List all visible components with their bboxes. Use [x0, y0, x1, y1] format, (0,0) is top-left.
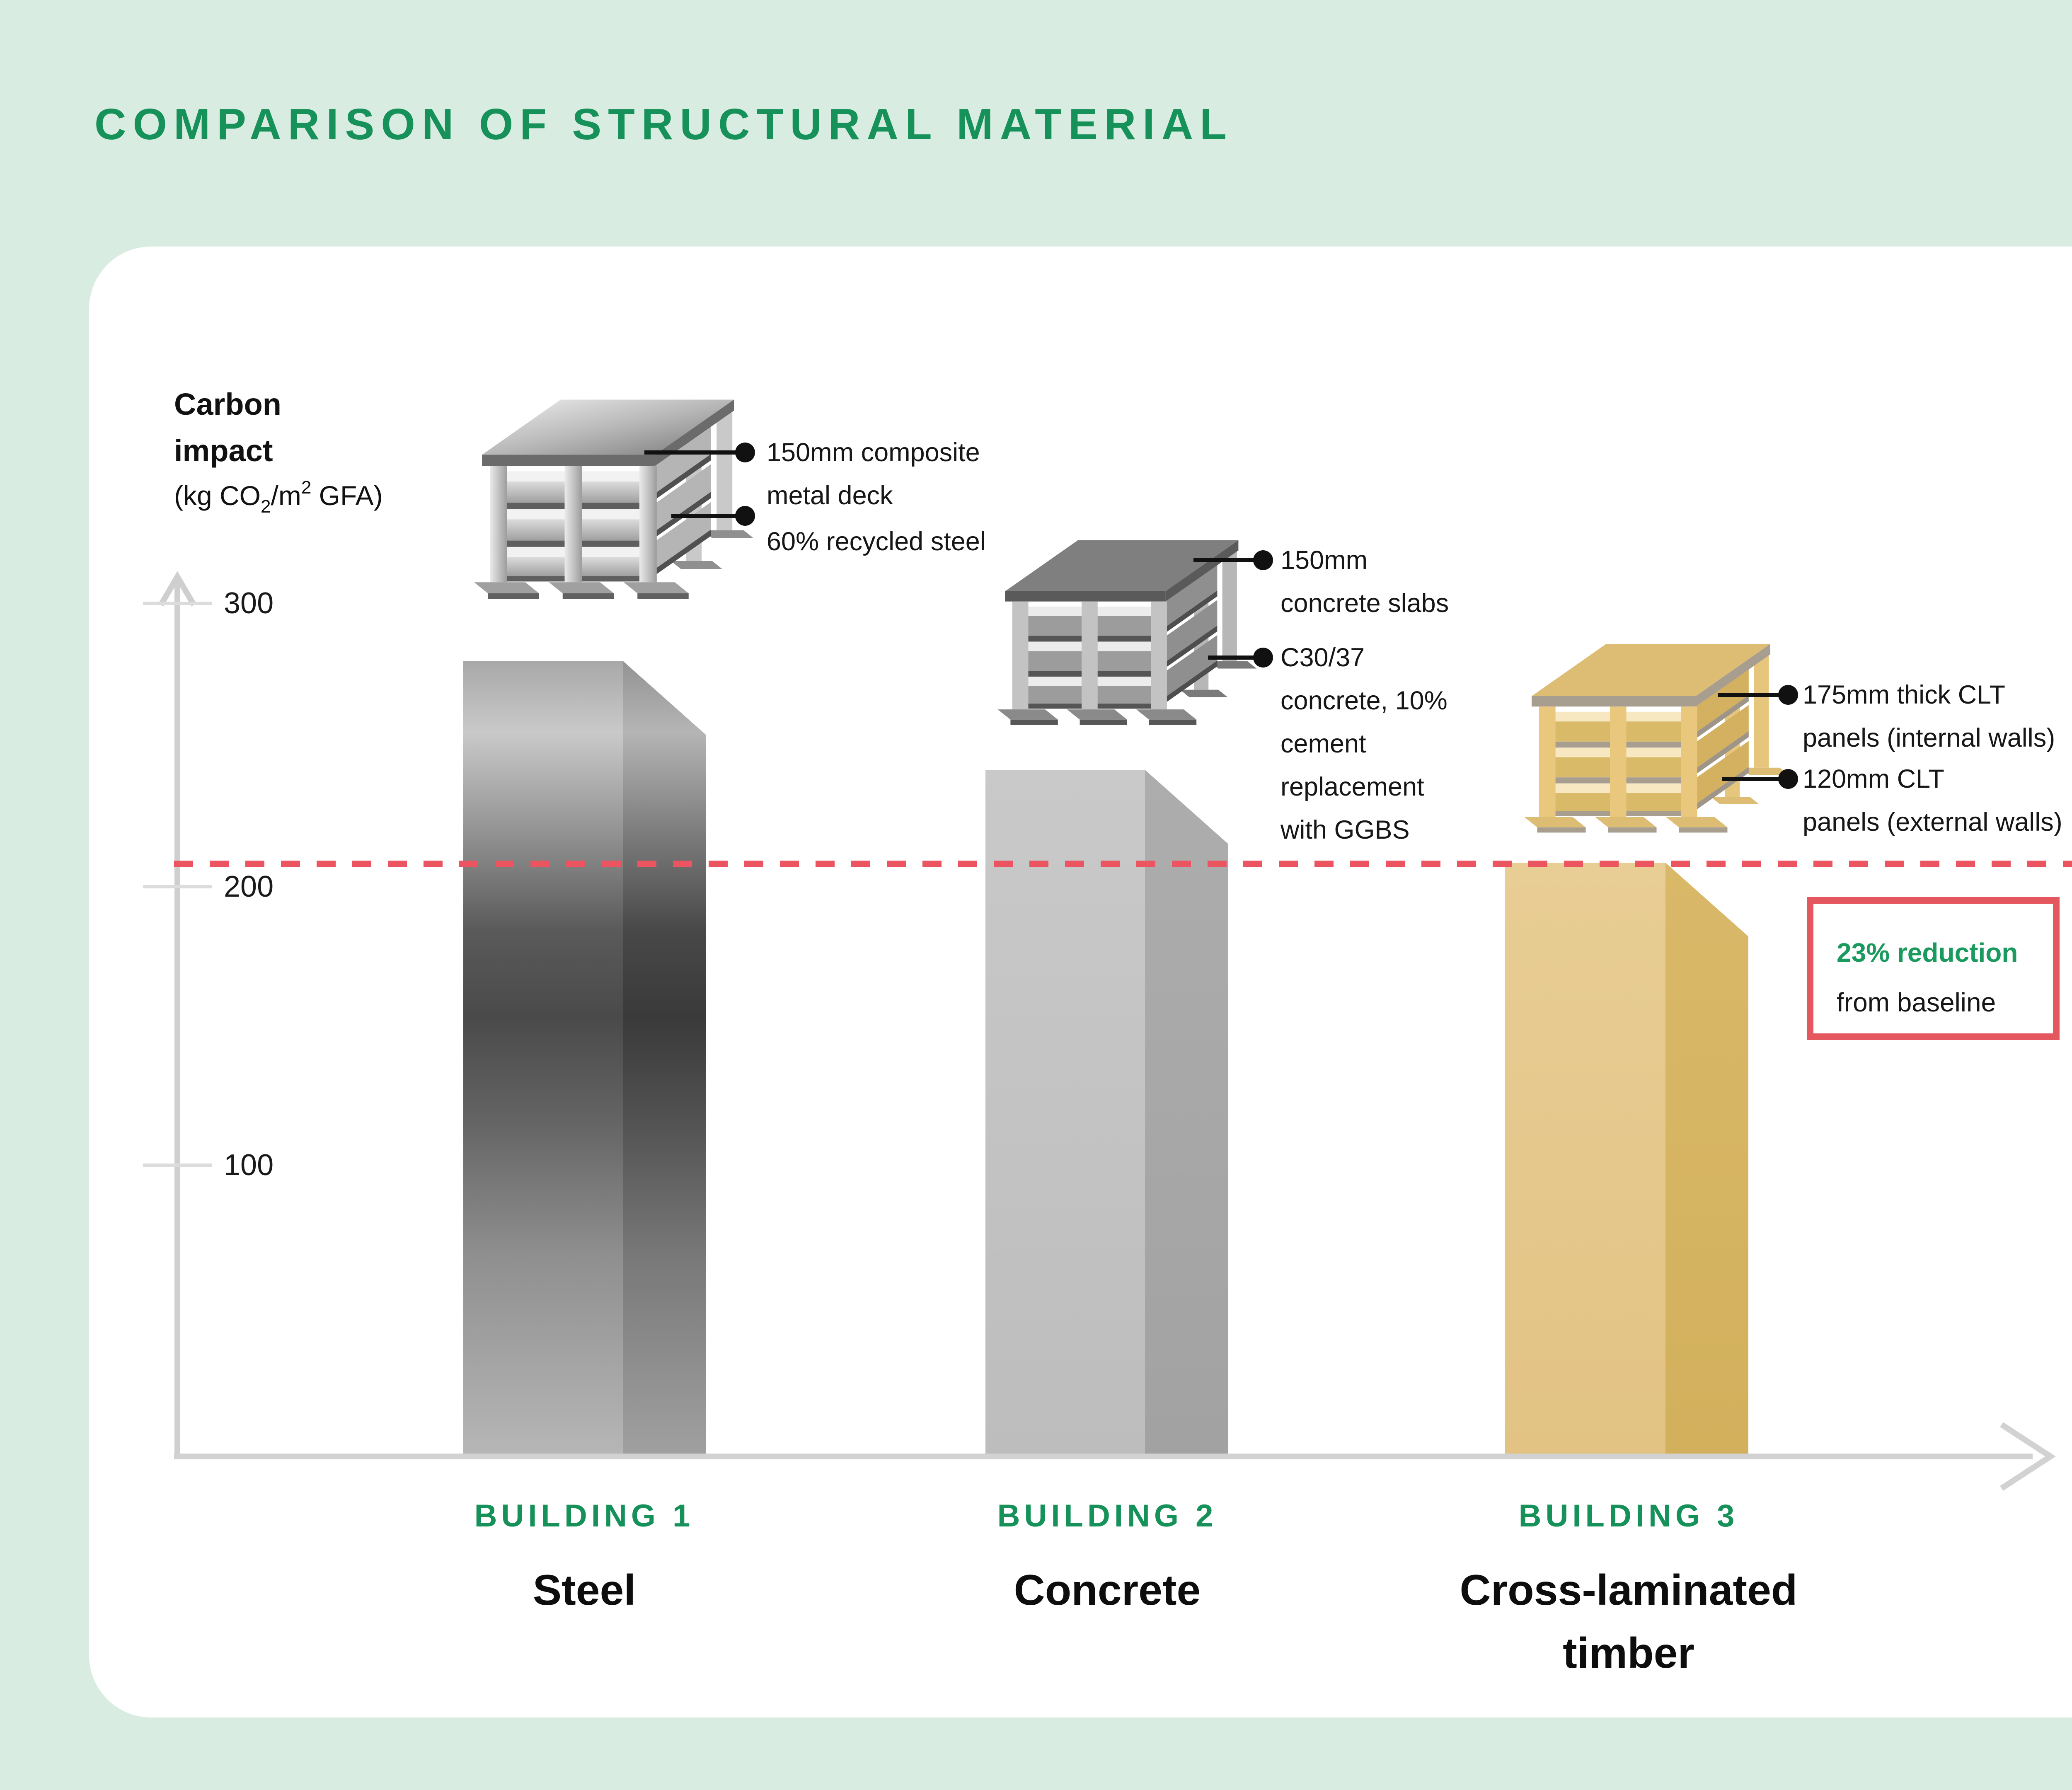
ytick-300: 300	[224, 587, 274, 620]
concrete-building-icon	[997, 540, 1257, 725]
timber-building-icon	[1524, 644, 1789, 833]
x-axis-arrow-icon	[2000, 1422, 2056, 1491]
y-axis	[143, 571, 212, 1454]
ytick-200: 200	[224, 870, 274, 903]
timber-note-external: 120mm CLT panels (external walls)	[1803, 764, 2062, 837]
y-axis-arrow-icon	[158, 571, 197, 607]
page-title: COMPARISON OF STRUCTURAL MATERIAL	[94, 100, 1233, 149]
label-material-steel: Steel	[533, 1566, 636, 1614]
x-axis	[174, 1422, 2056, 1491]
bar-concrete	[985, 770, 1228, 1454]
concrete-note-slabs: 150mm concrete slabs	[1280, 546, 1449, 618]
leader-dot	[1778, 769, 1798, 789]
leader-dot	[735, 443, 755, 462]
concrete-note-ggbs: C30/37 concrete, 10% cement replacement …	[1280, 643, 1447, 844]
y-axis-title-line2: impact	[174, 433, 273, 468]
label-building-3: BUILDING 3	[1518, 1498, 1739, 1534]
unit-prefix: (kg CO	[174, 480, 261, 511]
steel-note-deck: 150mm composite metal deck	[767, 438, 980, 510]
unit-subscript: 2	[261, 496, 271, 517]
label-building-1: BUILDING 1	[474, 1498, 695, 1534]
label-material-timber: Cross-laminated timber	[1460, 1566, 1798, 1677]
leader-dot	[735, 506, 755, 526]
steel-building-icon	[474, 399, 754, 599]
y-axis-title-line1: Carbon	[174, 387, 281, 421]
steel-note-recycled: 60% recycled steel	[767, 527, 986, 556]
y-axis-units: (kg CO2/m2 GFA)	[174, 477, 383, 517]
leader-dot	[1253, 550, 1273, 570]
reduction-callout-rest: from baseline	[1837, 987, 1996, 1017]
bar-timber	[1505, 863, 1748, 1454]
ytick-100: 100	[224, 1149, 274, 1182]
timber-note-internal: 175mm thick CLT panels (internal walls)	[1803, 680, 2055, 752]
label-building-2: BUILDING 2	[997, 1498, 1218, 1534]
unit-superscript: 2	[301, 477, 312, 498]
leader-dot	[1253, 648, 1273, 668]
unit-mid: /m	[271, 480, 301, 511]
bar-steel	[463, 661, 706, 1454]
annotation-leaders	[644, 443, 1798, 789]
unit-suffix: GFA)	[311, 480, 383, 511]
leader-dot	[1778, 685, 1798, 705]
reduction-callout-highlight: 23% reduction	[1837, 938, 2018, 968]
reduction-callout-box	[1807, 897, 2060, 1040]
label-material-concrete: Concrete	[1014, 1566, 1201, 1614]
